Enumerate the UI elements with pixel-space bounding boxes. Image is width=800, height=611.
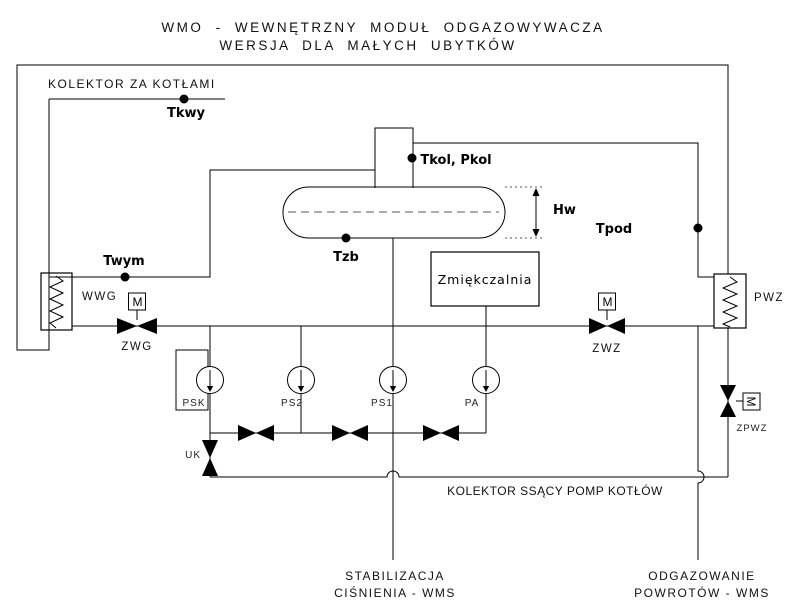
pa-label: PA xyxy=(465,398,480,409)
tpod-sensor-dot xyxy=(693,223,703,233)
tzb-sensor-dot xyxy=(341,233,351,243)
pump-pa xyxy=(472,366,500,394)
twym-label: Twym xyxy=(103,254,144,269)
pump-arrow-icon xyxy=(206,386,214,392)
zpwz-motor-label: M xyxy=(744,397,758,407)
boiler-collector-label: KOLEKTOR ZA KOTŁAMI xyxy=(48,77,216,91)
manifold-valve-2-icon xyxy=(332,425,368,441)
uk-valve-icon xyxy=(202,440,218,476)
zwg-label: ZWG xyxy=(121,341,152,353)
tkol-pkol-label: Tkol, Pkol xyxy=(420,153,491,168)
zwz-label: ZWZ xyxy=(592,343,621,355)
wwg-exchanger-box xyxy=(40,272,73,331)
pump-psk xyxy=(196,366,224,394)
zwz-valve-icon xyxy=(589,292,625,334)
degassing-return-pipe xyxy=(697,326,705,560)
softener-box xyxy=(430,251,540,307)
zwz-motor-label: M xyxy=(603,295,613,309)
pump-arrow-icon xyxy=(297,386,305,392)
degassing-label-line1: ODGAZOWANIE xyxy=(648,569,755,583)
pump-ps2 xyxy=(287,366,315,394)
tank-neck-opening-mask xyxy=(376,120,412,186)
tkol-pwz-pipe xyxy=(413,142,714,278)
hw-label: Hw xyxy=(553,203,576,218)
psk-label: PSK xyxy=(182,398,205,409)
zwg-motor-box xyxy=(128,292,146,311)
diagram-title-line2: WERSJA DLA MAŁYCH UBYTKÓW xyxy=(219,38,516,53)
stabilization-label-line2: CIŚNIENIA - WMS xyxy=(334,585,456,600)
wwg-label: WWG xyxy=(82,291,117,303)
zpwz-label: ZPWZ xyxy=(737,423,768,434)
pwz-exchanger-box xyxy=(713,273,747,329)
hw-arrow-up-icon xyxy=(532,188,540,196)
manifold-valve-1-icon xyxy=(238,425,274,441)
pwz-coil-icon xyxy=(721,276,739,328)
tpod-label: Tpod xyxy=(596,222,632,237)
softener-label: Zmiękczalnia xyxy=(438,272,533,287)
pump-ps1 xyxy=(379,366,407,394)
wwg-coil-icon xyxy=(48,275,65,329)
ps1-label: PS1 xyxy=(371,398,393,409)
pump-arrow-icon xyxy=(482,386,490,392)
zpwz-valve-icon xyxy=(720,385,761,417)
twym-sensor-dot xyxy=(120,272,130,282)
diagram-title-line1: WMO - WEWNĘTRZNY MODUŁ ODGAZOWYWACZA xyxy=(161,20,604,35)
hw-arrow-down-icon xyxy=(532,229,540,237)
outer-loop-pipe xyxy=(16,64,729,351)
stabilization-label-line1: STABILIZACJA xyxy=(345,569,445,583)
degassing-label-line2: POWROTÓW - WMS xyxy=(634,585,770,600)
tkwy-sensor-dot xyxy=(179,94,189,104)
tzb-label: Tzb xyxy=(333,250,359,265)
suction-collector-label: KOLEKTOR SSĄCY POMP KOTŁÓW xyxy=(447,483,663,498)
zwg-valve-icon xyxy=(117,292,157,334)
zwg-motor-label: M xyxy=(133,295,143,309)
zwz-motor-box xyxy=(598,292,616,311)
suction-collector-pipe xyxy=(210,470,728,478)
manifold-valve-3-icon xyxy=(423,425,459,441)
pwz-label: PWZ xyxy=(754,292,784,304)
pump-arrow-icon xyxy=(389,386,397,392)
uk-label: UK xyxy=(185,450,201,461)
tkol-pkol-sensor-dot xyxy=(407,153,417,163)
zpwz-motor-box xyxy=(742,392,761,411)
tkwy-label: Tkwy xyxy=(167,106,206,121)
ps2-label: PS2 xyxy=(281,398,303,409)
